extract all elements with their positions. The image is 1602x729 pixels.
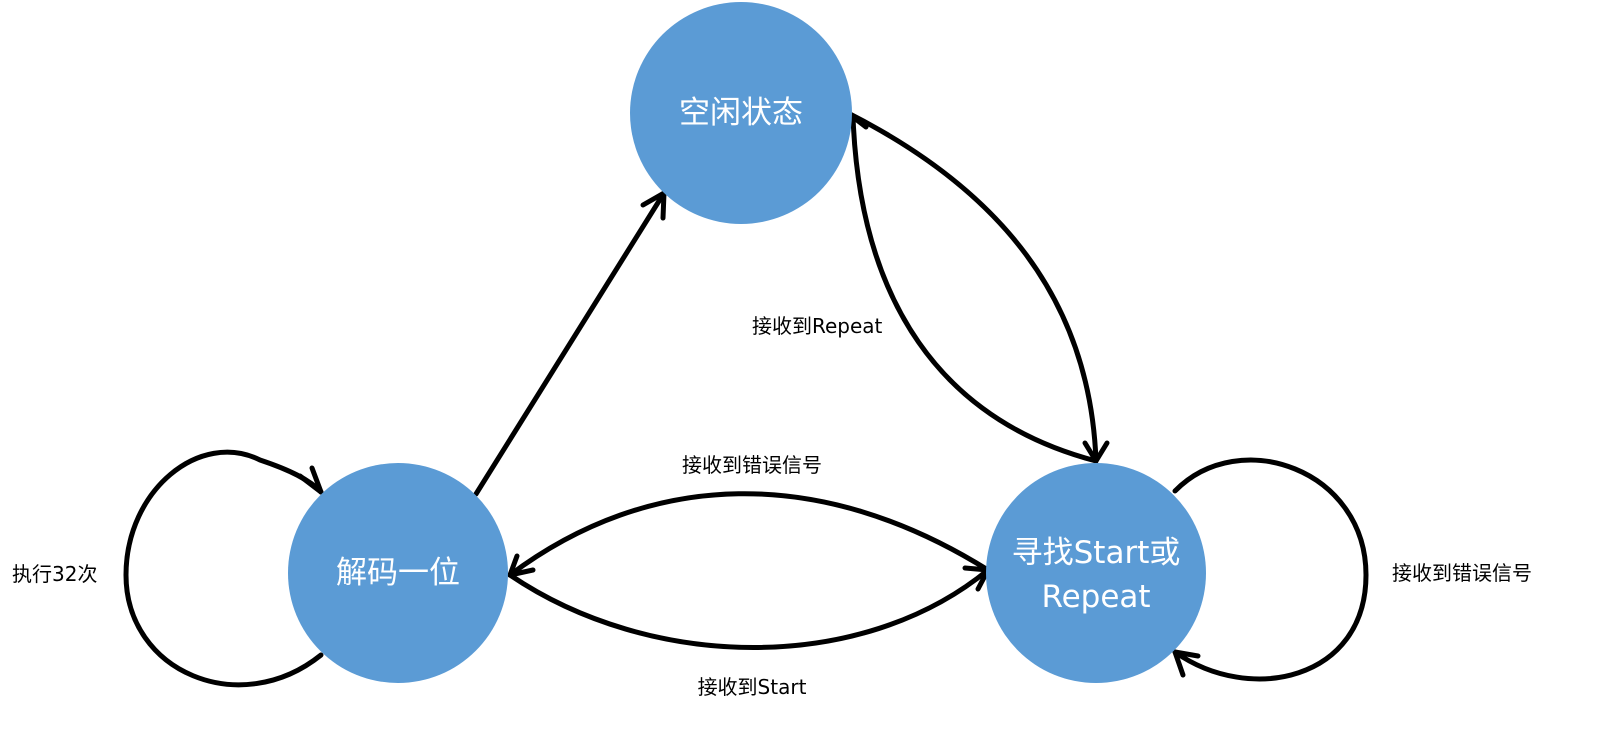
node-search-label-line2: Repeat: [1041, 579, 1150, 615]
edge-decode-self-loop: [123, 449, 324, 688]
idle-to-search-curve: [845, 110, 1099, 464]
label-idle-search-pair: 接收到Repeat: [752, 314, 883, 338]
node-search: 寻找Start或 Repeat: [986, 463, 1206, 683]
decode-to-idle-line: [473, 190, 667, 497]
label-decode-to-search: 接收到Start: [698, 675, 807, 699]
node-decode-label: 解码一位: [336, 555, 460, 591]
edge-search-to-decode: [507, 491, 991, 578]
decode-to-search-curve: [507, 567, 991, 650]
node-idle-circle: [630, 2, 852, 224]
search-to-idle-curve: [850, 114, 1099, 464]
node-decode-circle: [288, 463, 508, 683]
node-search-label-line1: 寻找Start或: [1012, 535, 1181, 571]
node-idle-label: 空闲状态: [679, 95, 803, 131]
node-decode: 解码一位: [288, 463, 508, 683]
decode-self-loop-curve: [123, 449, 324, 688]
edge-decode-to-idle: [473, 190, 667, 497]
decode-self-loop-arrowhead: [297, 465, 324, 495]
search-self-loop-curve: [1172, 457, 1369, 682]
node-idle: 空闲状态: [630, 2, 852, 224]
edge-idle-search-pair: [837, 110, 1110, 464]
search-to-decode-curve: [507, 491, 991, 578]
search-self-loop-arrowhead: [1172, 649, 1201, 678]
node-search-circle: [986, 463, 1206, 683]
label-decode-self-loop: 执行32次: [12, 562, 97, 586]
decode-to-idle-arrowhead: [640, 190, 667, 221]
label-search-self-loop: 接收到错误信号: [1392, 561, 1532, 585]
edge-decode-to-search: [507, 565, 991, 650]
label-search-to-decode: 接收到错误信号: [682, 453, 822, 477]
edge-search-self-loop: [1172, 457, 1369, 682]
